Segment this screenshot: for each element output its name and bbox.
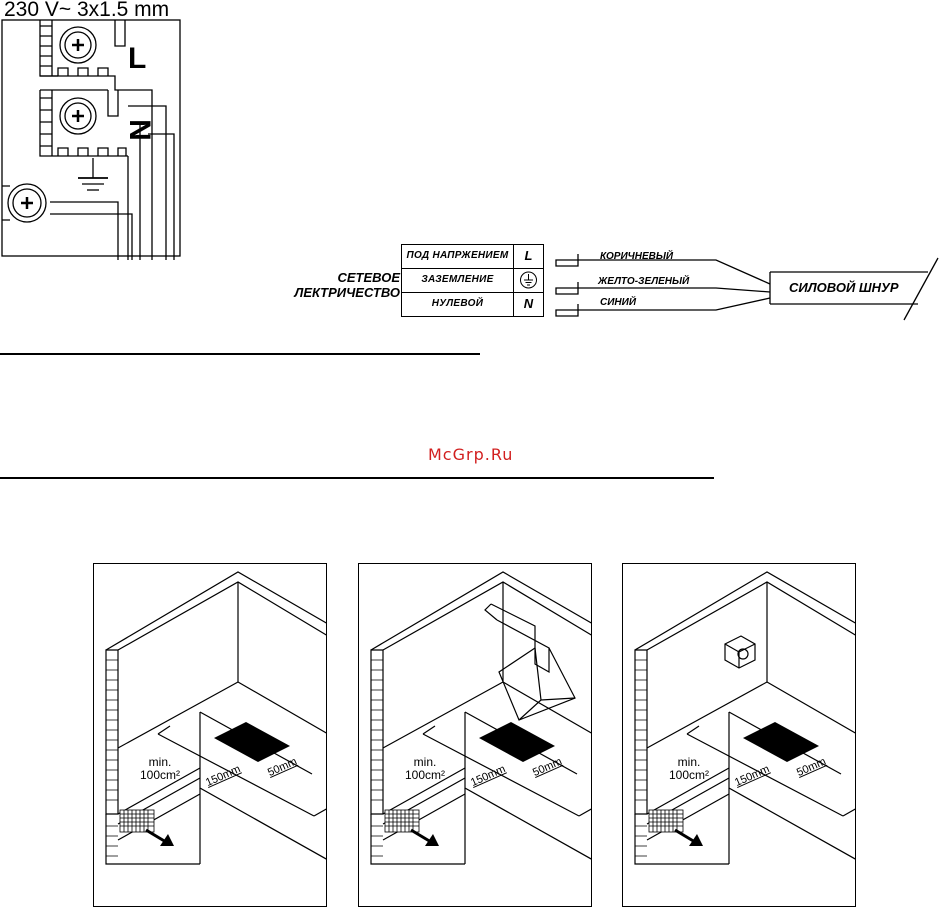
- vent-area-label: 100cm²: [139, 768, 180, 782]
- row-label-live: ПОД НАПРЖЕНИЕМ: [402, 245, 514, 268]
- installation-panel-1: min. 100cm² 150mm 50mm: [93, 563, 327, 907]
- voltage-spec: 230 V~ 3x1.5 mm: [4, 0, 170, 21]
- installation-panel-2: min. 100cm² 150mm 50mm: [358, 563, 592, 907]
- network-label-line2: ЛЕКТРИЧЕСТВО: [294, 285, 400, 300]
- network-label-line1: СЕТЕВОЕ: [337, 270, 400, 285]
- section-divider: [0, 353, 480, 355]
- wiring-table: ПОД НАПРЖЕНИЕМ L ЗАЗЕМЛЕНИЕ НУЛЕВОЙ N: [401, 244, 544, 317]
- power-cord-label: СИЛОВОЙ ШНУР: [789, 280, 899, 295]
- vent-min-label: min.: [677, 755, 701, 769]
- row-label-earth: ЗАЗЕМЛЕНИЕ: [402, 269, 514, 292]
- table-row: НУЛЕВОЙ N: [402, 293, 543, 317]
- earth-symbol-icon: [514, 269, 543, 292]
- vent-min-label: min.: [148, 755, 172, 769]
- network-label: СЕТЕВОЕ ЛЕКТРИЧЕСТВО: [294, 270, 400, 300]
- vent-area-label: 100cm²: [668, 768, 709, 782]
- vent-area-label: 100cm²: [404, 768, 445, 782]
- installation-panel-3: min. 100cm² 150mm 50mm: [622, 563, 856, 907]
- watermark: McGrp.Ru: [428, 445, 514, 464]
- wire-yellow-green-label: ЖЕЛТО-ЗЕЛЕНЫЙ: [598, 276, 690, 287]
- table-row: ЗАЗЕМЛЕНИЕ: [402, 269, 543, 293]
- section-divider: [0, 477, 714, 479]
- row-symbol-neutral: N: [523, 296, 534, 311]
- terminal-block-diagram: [1, 19, 181, 260]
- live-terminal-letter: L: [128, 42, 147, 75]
- wire-brown-label: КОРИЧНЕВЫЙ: [600, 251, 674, 262]
- row-label-neutral: НУЛЕВОЙ: [402, 293, 514, 317]
- table-row: ПОД НАПРЖЕНИЕМ L: [402, 245, 543, 269]
- wire-blue-label: СИНИЙ: [600, 297, 637, 308]
- vent-min-label: min.: [413, 755, 437, 769]
- row-symbol-live: L: [524, 248, 533, 263]
- wire-connectors: [555, 254, 939, 321]
- neutral-terminal-letter: N: [122, 119, 156, 141]
